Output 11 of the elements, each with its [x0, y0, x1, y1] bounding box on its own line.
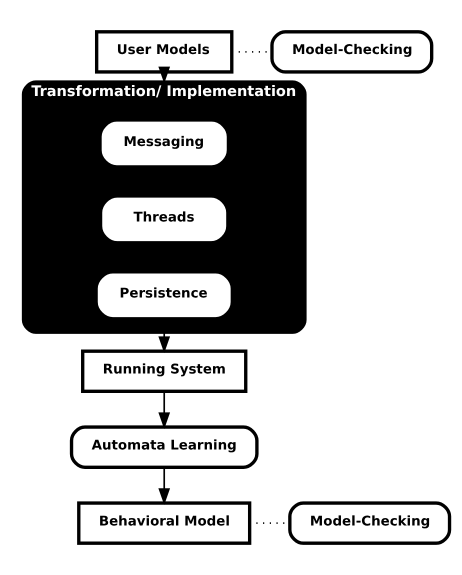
arrow — [158, 392, 170, 430]
node-box: Threads — [102, 198, 226, 242]
arrow — [158, 468, 170, 506]
node-box: Behavioral Model — [76, 501, 251, 545]
node-box: Persistence — [97, 274, 230, 318]
node-box: Model-Checking — [288, 501, 451, 545]
node-box: Automata Learning — [69, 425, 258, 469]
node-box: Running System — [80, 349, 247, 394]
node-box: Model-Checking — [270, 30, 433, 74]
node-box: Messaging — [101, 122, 226, 166]
arrow — [158, 66, 170, 84]
